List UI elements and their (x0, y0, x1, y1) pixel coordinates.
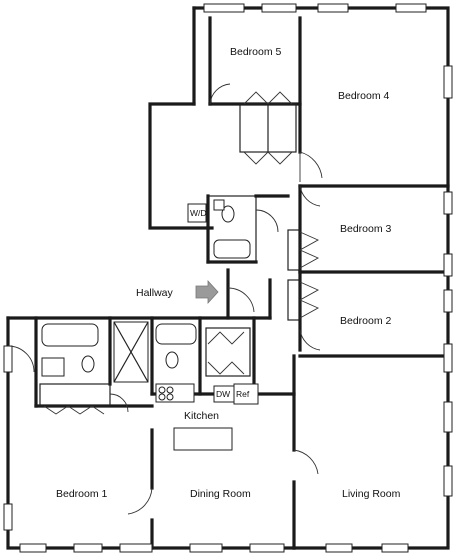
windows (3, 3, 453, 553)
hallway-arrow-icon (195, 279, 219, 305)
bathrooms (41, 199, 251, 383)
room-label-bedroom-2: Bedroom 2 (340, 315, 392, 327)
kitchen-fixtures (155, 383, 233, 451)
refrigerator (233, 383, 259, 405)
refrigerator-label: Ref (236, 389, 250, 399)
room-label-bedroom-1: Bedroom 1 (56, 488, 108, 500)
washer-dryer-label: W/D (190, 208, 207, 218)
washer-dryer (187, 203, 207, 223)
door-swings (7, 83, 323, 515)
closets (39, 91, 320, 415)
room-label-living-room: Living Room (342, 488, 401, 500)
room-label-bedroom-4: Bedroom 4 (338, 90, 390, 102)
room-label-dining-room: Dining Room (190, 488, 251, 500)
room-label-bedroom-5: Bedroom 5 (230, 46, 282, 58)
room-label-kitchen: Kitchen (184, 410, 219, 422)
room-label-hallway: Hallway (136, 287, 174, 299)
dishwasher-label: DW (216, 389, 230, 399)
room-label-bedroom-3: Bedroom 3 (340, 223, 392, 235)
